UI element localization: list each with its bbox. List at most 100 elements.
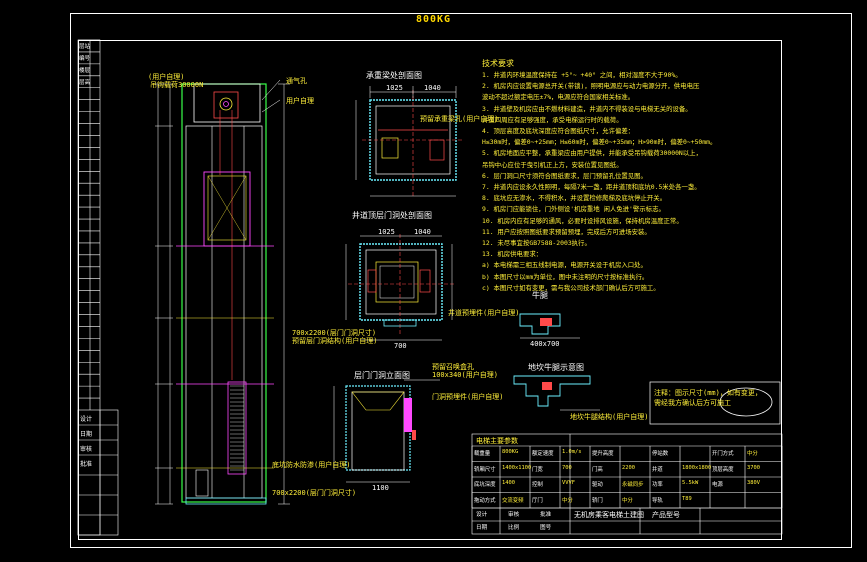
left-table-cell: 编号 — [79, 55, 91, 62]
title-block-cell: 门高 — [592, 466, 603, 473]
dim-1040-mid: 1040 — [414, 228, 431, 236]
title-block-cell: 2200 — [622, 464, 635, 471]
title-block-footer-cell: 比例 — [508, 525, 520, 531]
title-block-cell: 1800x1800 — [682, 464, 712, 471]
title-block-cell: 额定速度 — [532, 451, 554, 457]
tech-item: 10. 机房内应有足够的通风，必要时设排风设施，保持机房温度正常。 — [482, 216, 683, 225]
title-block-footer-cell: 审核 — [508, 512, 520, 518]
tech-item: a) 本电梯需三相五线制电源，电源开关设于机房入口处。 — [482, 261, 647, 270]
title-block-footer-cell: 图号 — [540, 525, 552, 531]
title-block-cell: 顶层高度 — [712, 466, 734, 473]
tech-item: 11. 用户应按照图纸要求预留预埋，完成后方可进场安装。 — [482, 227, 651, 236]
title-block-cell: 提升高度 — [592, 451, 614, 457]
title-block-cell: 轿门 — [592, 497, 603, 504]
drawing-border — [78, 40, 782, 540]
title-block-footer-cell: 设计 — [476, 512, 488, 518]
title-block — [471, 433, 783, 535]
tech-item: 12. 未尽事宜按GB7588-2003执行。 — [482, 239, 591, 247]
view-title-door: 层门门洞立面图 — [354, 371, 410, 380]
left-table-cell: 楼层 — [79, 67, 91, 74]
tech-item: H≤30m时，偏差0~+25mm；H≤60m时，偏差0~+35mm；H>90m时… — [482, 138, 717, 147]
title-block-cell: 功率 — [652, 482, 663, 488]
title-block-cell: 800KG — [502, 449, 519, 455]
note-bracket: 地坎牛腿结构(用户自理) — [570, 413, 649, 421]
title-block-cell: 载重量 — [474, 451, 491, 457]
title-block-footer-cell: 日期 — [476, 525, 488, 531]
tech-item: 9. 机房门应能锁住，门外侧设'机房重地 闲人免进'警示标志。 — [482, 205, 665, 214]
title-block-cell: 3700 — [747, 464, 760, 471]
view-title-hoistway: 井道顶层门洞处剖面图 — [352, 211, 432, 220]
door-elevation — [333, 379, 440, 483]
tech-item: 13. 机房供电要求： — [482, 250, 543, 259]
view-title-bracket: 牛腿 — [532, 291, 548, 300]
title-block-cell: 交流变频 — [502, 497, 524, 504]
note-door-size: 700x2200(层门门洞尺寸) — [292, 329, 377, 337]
view-title-machine-room: 承重梁处剖面图 — [366, 71, 422, 80]
title-block-cell: 井道 — [652, 466, 663, 473]
left-table-footer-cell: 批准 — [80, 461, 93, 468]
note-door-embed: 门洞预埋件(用户自理) — [432, 393, 504, 401]
note-beam: 预留承重梁孔(用户自理) — [420, 115, 499, 123]
hoistway-elevation — [155, 79, 290, 505]
machine-room-section — [355, 86, 464, 197]
note-box — [649, 381, 781, 425]
left-floor-table — [77, 39, 119, 536]
tech-item: 1. 井道内环境温度保持在 +5°~ +40° 之间，相对湿度不大于90%。 — [482, 71, 682, 79]
tech-heading: 技术要求 — [482, 59, 514, 68]
dim-700-bottom: 700 — [394, 342, 407, 350]
tech-item: 7. 井道内应设永久性照明，每隔7米一盏，距井道顶和底坑0.5米处各一盏。 — [482, 183, 701, 191]
title-block-cell: 电源 — [712, 482, 723, 488]
title-block-cell: 轿厢尺寸 — [474, 466, 496, 473]
label-user-right: 用户自理 — [286, 97, 314, 105]
tech-item: 8. 底坑应无渗水，不得积水，并设置检修爬梯及底坑停止开关。 — [482, 194, 667, 203]
title-block-cell: 厅门 — [532, 497, 543, 504]
ellipse-note-2: 需经我方确认后方可施工 — [654, 399, 731, 407]
note-door-reserve: 预留层门洞结构(用户自理) — [292, 337, 378, 345]
tech-item: 3. 井道壁及机房应由不燃材料建造，井道内不得装设与电梯无关的设备。 — [482, 104, 692, 113]
title-block-cell: 导轨 — [652, 497, 663, 504]
tech-item: 吊钩中心应位于曳引机正上方，安装位置见图纸。 — [482, 160, 623, 169]
dim-400x700: 400x700 — [530, 340, 560, 348]
title-block-cell: 控制 — [532, 482, 543, 488]
title-block-footer-cell: 批准 — [540, 512, 552, 518]
title-block-cell: 开门方式 — [712, 451, 734, 457]
title-spec: 电梯主要参数 — [476, 437, 518, 445]
tech-item: 6. 层门洞口尺寸须符合图纸要求，层门预留孔位置见图。 — [482, 171, 647, 180]
dim-1040-top: 1040 — [424, 84, 441, 92]
title-block-cell: VVVF — [562, 480, 575, 486]
dim-1025-top: 1025 — [386, 84, 403, 92]
title-block-cell: 1.0m/s — [562, 449, 582, 455]
left-table-footer-cell: 审核 — [80, 446, 93, 453]
note-call-box: 预留召唤盒孔 — [432, 363, 474, 371]
title-block-cell: 380V — [747, 480, 760, 486]
title-block-cell: 5.5kW — [682, 480, 699, 486]
drawing-sheet — [70, 13, 852, 548]
ellipse-note-1: 注释：图示尺寸(mm)，如有变更， — [654, 389, 762, 397]
title-block-cell: 门宽 — [532, 466, 543, 473]
left-table-cell: 层站 — [79, 44, 91, 50]
left-table-cell: 层高 — [79, 79, 91, 86]
title-company: 无机房乘客电梯土建图 — [574, 511, 644, 519]
hoistway-top-section — [345, 234, 454, 341]
title-product: 产品型号 — [652, 511, 680, 519]
label-user-supplied: (用户自理) — [148, 73, 185, 81]
left-table-footer-cell: 日期 — [80, 431, 93, 438]
title-block-cell: 驱动 — [592, 482, 603, 488]
title-block-cell: 1400 — [502, 480, 515, 486]
tech-item: 5. 机房地面应平整，承重梁应由用户提供，并能承受吊钩载荷30000N以上， — [482, 149, 702, 158]
note-call-box-size: 100x340(用户自理) — [432, 371, 498, 379]
tech-item: b) 本图尺寸以mm为单位，图中未注明的尺寸按标准执行。 — [482, 272, 649, 281]
tech-item: 2. 机房内应设置电源总开关(带锁)，照明电源应与动力电源分开，供电电压 — [482, 82, 700, 91]
title-block-cell: 底坑深度 — [474, 482, 496, 488]
title-block-cell: 中分 — [562, 497, 573, 504]
sheet-title: 800KG — [415, 14, 452, 25]
title-block-cell: 拖动方式 — [474, 497, 496, 504]
tech-item: 4. 顶层高度及底坑深度应符合图纸尺寸，允许偏差： — [482, 127, 635, 135]
tech-item: 波动不超过额定电压±7%，电源应符合国家相关标准。 — [482, 93, 635, 102]
label-pit-waterproof: 底坑防水防渗(用户自理) — [272, 461, 351, 469]
dim-1100-door: 1100 — [372, 484, 389, 492]
tech-item: c) 本图尺寸如有变更，需与我公司技术部门确认后方可施工。 — [482, 283, 660, 292]
note-hoistway: 井道预埋件(用户自理) — [448, 309, 520, 317]
